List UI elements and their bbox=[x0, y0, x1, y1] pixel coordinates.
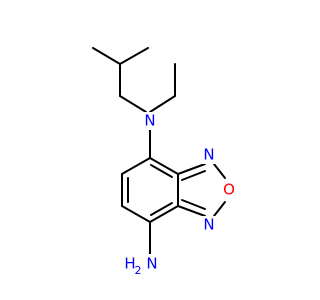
bond-c3a-n-double bbox=[181, 170, 206, 181]
atom-labels: N N O N H 2 N bbox=[120, 112, 238, 277]
bond-c7a-n-double bbox=[181, 199, 206, 210]
bond-ring-c4-c5 bbox=[121, 157, 151, 175]
bond-ring-c6-c7 bbox=[121, 205, 151, 223]
molecule-structure: N N O N H 2 N bbox=[92, 47, 238, 277]
bond-ring-c3a-c4-inner bbox=[150, 164, 173, 178]
bond-ch2-n bbox=[119, 95, 147, 113]
amino-h-label: H bbox=[124, 255, 135, 273]
bond-ring-c7-c7a-inner bbox=[150, 202, 173, 216]
bond-c7a-n bbox=[177, 205, 206, 217]
bond-n-o-top bbox=[213, 163, 226, 179]
oxadiazole-oxygen-label: O bbox=[223, 181, 235, 199]
bond-c3a-n bbox=[177, 163, 206, 175]
oxadiazole-nitrogen-bottom-label: N bbox=[203, 216, 214, 234]
amino-nitrogen-label: N bbox=[146, 255, 157, 273]
oxadiazole-nitrogen-top-label: N bbox=[203, 146, 214, 164]
bond-ch3b-ch bbox=[119, 47, 149, 65]
bond-n-ch2-ethyl bbox=[149, 95, 176, 113]
bonds bbox=[92, 47, 226, 255]
bond-ch3a-ch bbox=[92, 47, 121, 65]
bond-ring-c3a-c4 bbox=[149, 157, 179, 175]
bond-o-n-bottom bbox=[213, 201, 226, 217]
amino-h-subscript-label: 2 bbox=[135, 264, 142, 277]
amine-nitrogen-label: N bbox=[144, 112, 155, 130]
bond-ring-c7-c7a bbox=[149, 205, 179, 223]
